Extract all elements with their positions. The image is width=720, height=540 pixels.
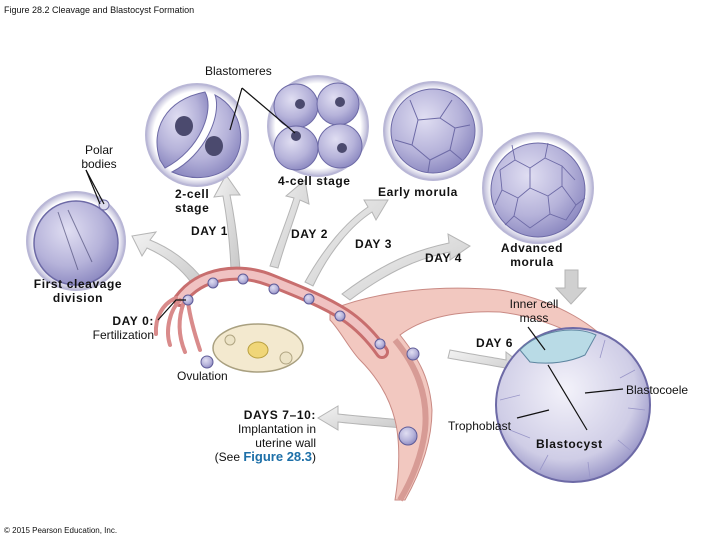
uterine-tube	[153, 266, 389, 359]
label-day0: DAY 0:	[112, 314, 154, 328]
label-day6: DAY 6	[476, 336, 514, 350]
label-implantation: DAYS 7–10: Implantation in uterine wall …	[196, 408, 316, 464]
advanced-morula	[482, 132, 594, 244]
label-two-cell-stage: 2-cell stage	[175, 187, 209, 215]
label-inner-cell-mass-line2: mass	[519, 311, 549, 325]
leader-lines	[85, 87, 624, 431]
label-inner-cell-mass-line1: Inner cell	[509, 297, 559, 311]
early-morula	[383, 81, 483, 181]
label-implantation-line1: Implantation in	[237, 422, 316, 436]
figure-title: Figure 28.2 Cleavage and Blastocyst Form…	[4, 5, 195, 15]
stage-arrows	[131, 174, 588, 431]
label-trophoblast: Trophoblast	[448, 419, 511, 433]
label-advanced-morula-line2: morula	[510, 255, 554, 269]
copyright-notice: © 2015 Pearson Education, Inc.	[4, 526, 118, 535]
label-two-cell-line1: 2-cell	[175, 187, 210, 201]
label-blastomeres: Blastomeres	[205, 64, 272, 78]
see-open: (See	[214, 450, 244, 464]
label-day0-fertilization: DAY 0: Fertilization	[66, 314, 154, 342]
label-blastocoele: Blastocoele	[626, 383, 689, 397]
label-polar-bodies-line1: Polar	[84, 143, 113, 157]
label-fertilization: Fertilization	[92, 328, 154, 342]
blastocyst	[495, 327, 651, 483]
label-early-morula: Early morula	[378, 185, 458, 199]
label-advanced-morula: Advanced morula	[493, 241, 571, 269]
label-polar-bodies-line2: bodies	[81, 157, 117, 171]
two-cell-stage	[145, 83, 249, 187]
see-close: )	[312, 450, 316, 464]
uterus-shape	[329, 287, 613, 502]
label-four-cell-stage: 4-cell stage	[278, 174, 351, 188]
figure-28-3-link[interactable]: Figure 28.3	[243, 449, 312, 464]
label-first-cleavage-line1: First cleavage	[33, 277, 123, 291]
four-cell-stage	[267, 75, 369, 177]
label-day2: DAY 2	[291, 227, 329, 241]
label-polar-bodies: Polar bodies	[76, 143, 122, 171]
label-day1: DAY 1	[191, 224, 229, 238]
label-first-cleavage-line2: division	[52, 291, 104, 305]
label-implantation-line2: uterine wall	[255, 436, 316, 450]
label-see-figure: (See Figure 28.3)	[196, 449, 316, 465]
label-day3: DAY 3	[355, 237, 393, 251]
label-advanced-morula-line1: Advanced	[500, 241, 564, 255]
ovary	[212, 323, 304, 373]
label-days7-10: DAYS 7–10:	[243, 408, 316, 422]
label-first-cleavage-division: First cleavage division	[28, 277, 128, 305]
label-ovulation: Ovulation	[177, 369, 228, 383]
label-two-cell-line2: stage	[175, 201, 210, 215]
label-blastocyst: Blastocyst	[536, 437, 603, 451]
first-cleavage-cell	[26, 191, 126, 291]
label-day4: DAY 4	[425, 251, 463, 265]
label-inner-cell-mass: Inner cell mass	[502, 297, 566, 325]
tube-embryos	[182, 273, 420, 446]
